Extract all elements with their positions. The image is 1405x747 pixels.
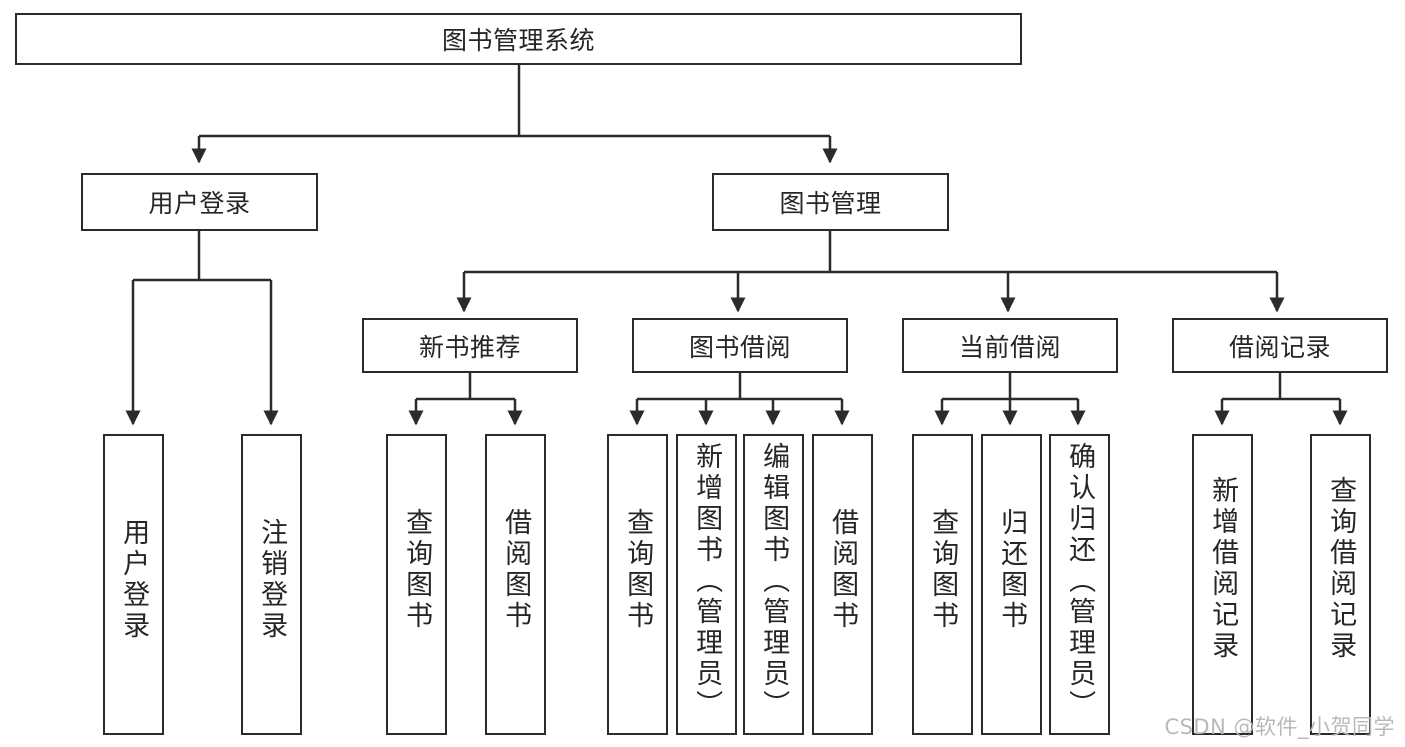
node-book-borrow[interactable]: 图书借阅 <box>632 318 848 373</box>
node-book-management[interactable]: 图书管理 <box>712 173 949 231</box>
node-label: 查询图书 <box>927 508 959 632</box>
node-leaf-add-book[interactable]: 新增图书（管理员） <box>676 434 737 735</box>
node-new-book-recommend[interactable]: 新书推荐 <box>362 318 578 373</box>
node-label: 确认归还（管理员） <box>1064 442 1096 721</box>
node-current-borrow[interactable]: 当前借阅 <box>902 318 1118 373</box>
node-leaf-query-book-3[interactable]: 查询图书 <box>912 434 973 735</box>
node-label: 归还图书 <box>996 508 1028 632</box>
node-leaf-borrow-book-2[interactable]: 借阅图书 <box>812 434 873 735</box>
node-label: 编辑图书（管理员） <box>758 442 790 721</box>
node-leaf-user-login[interactable]: 用户登录 <box>103 434 164 735</box>
node-label: 用户登录 <box>148 189 251 218</box>
node-leaf-confirm-return[interactable]: 确认归还（管理员） <box>1049 434 1110 735</box>
node-label: 图书管理系统 <box>441 26 595 55</box>
node-borrow-record[interactable]: 借阅记录 <box>1172 318 1388 373</box>
node-leaf-query-record[interactable]: 查询借阅记录 <box>1310 434 1371 735</box>
node-label: 新增借阅记录 <box>1207 476 1239 662</box>
node-label: 新增图书（管理员） <box>691 442 723 721</box>
node-label: 借阅记录 <box>1228 332 1331 362</box>
node-book-management-system[interactable]: 图书管理系统 <box>15 13 1022 65</box>
node-leaf-query-book-2[interactable]: 查询图书 <box>607 434 668 735</box>
node-leaf-add-record[interactable]: 新增借阅记录 <box>1192 434 1253 735</box>
node-leaf-borrow-book-1[interactable]: 借阅图书 <box>485 434 546 735</box>
node-label: 注销登录 <box>256 518 288 642</box>
node-label: 图书借阅 <box>688 332 791 362</box>
node-label: 查询借阅记录 <box>1325 476 1357 662</box>
node-label: 借阅图书 <box>827 508 859 632</box>
node-label: 当前借阅 <box>958 332 1061 362</box>
node-leaf-query-book-1[interactable]: 查询图书 <box>386 434 447 735</box>
node-leaf-edit-book[interactable]: 编辑图书（管理员） <box>743 434 804 735</box>
node-label: 新书推荐 <box>418 332 521 362</box>
node-label: 查询图书 <box>401 508 433 632</box>
node-leaf-return-book[interactable]: 归还图书 <box>981 434 1042 735</box>
node-label: 借阅图书 <box>500 508 532 632</box>
node-label: 查询图书 <box>622 508 654 632</box>
node-label: 图书管理 <box>779 189 882 218</box>
node-label: 用户登录 <box>118 518 150 642</box>
node-user-login[interactable]: 用户登录 <box>81 173 318 231</box>
watermark-text: CSDN @软件_小贺同学 <box>1164 715 1395 739</box>
node-leaf-logout-login[interactable]: 注销登录 <box>241 434 302 735</box>
